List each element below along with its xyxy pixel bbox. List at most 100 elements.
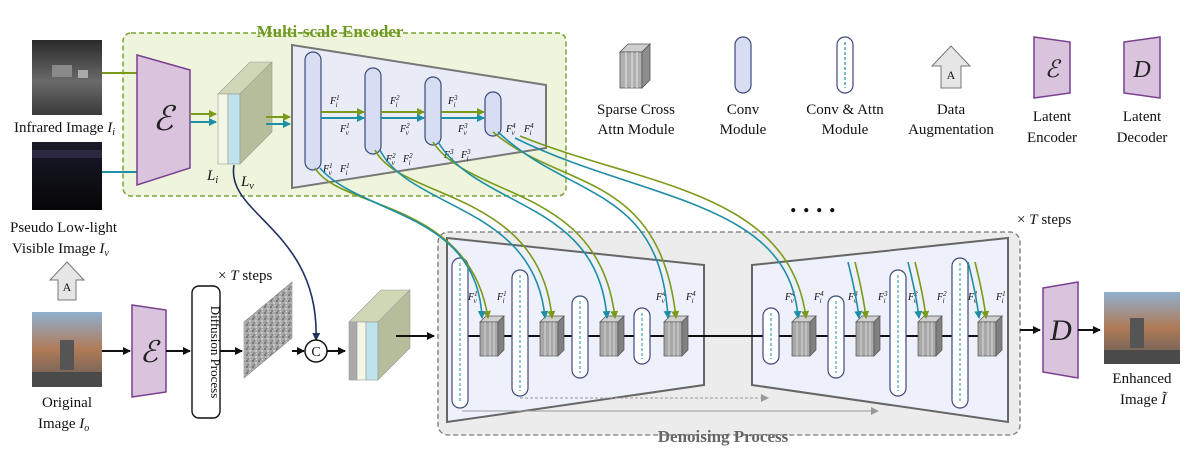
legend-conv-line2: Module <box>720 122 767 138</box>
sparse-cross-attn-block <box>539 315 565 357</box>
down-conv-attn-2 <box>511 269 529 397</box>
sparse-cross-attn-block <box>599 315 625 357</box>
multi-scale-latent-encoder: ℰ <box>136 54 191 187</box>
concat-latent-stack <box>348 289 411 381</box>
svg-text:F1i: F1i <box>995 290 1006 305</box>
latent-li-label: Li <box>206 168 218 186</box>
down-conv-attn-1 <box>451 257 469 409</box>
down-conv-attn-3 <box>571 295 589 379</box>
denoising-title: Denoising Process <box>658 427 789 446</box>
upper-steps-label: × T steps <box>1017 212 1071 228</box>
svg-text:F1v: F1v <box>339 122 350 137</box>
original-label-line1: Original <box>42 395 92 411</box>
up-conv-attn-3 <box>889 269 907 397</box>
enc-conv-1 <box>304 51 322 171</box>
svg-text:F3i: F3i <box>447 94 458 109</box>
svg-text:F2i: F2i <box>402 152 413 167</box>
enc-conv-3 <box>424 76 442 146</box>
svg-text:A: A <box>63 280 72 294</box>
svg-text:F3i: F3i <box>460 148 471 163</box>
enhanced-label-line1: Enhanced <box>1112 371 1172 387</box>
legend-aug-line2: Augmentation <box>908 122 994 138</box>
pseudo-label-line2: Visible Image Iv <box>12 241 109 259</box>
encoder-title: Multi-scale Encoder <box>257 22 404 41</box>
noisy-latent <box>243 281 293 379</box>
svg-text:Diffusion Process: Diffusion Process <box>208 306 223 399</box>
legend-latent-encoder-icon: ℰ <box>1033 36 1071 99</box>
legend-convattn-line1: Conv & Attn <box>806 102 884 118</box>
enhanced-image <box>1104 292 1180 364</box>
legend-sparse-line2: Attn Module <box>597 122 674 138</box>
original-image <box>32 312 102 387</box>
concat-node: C <box>304 339 328 363</box>
legend-sparse-line1: Sparse Cross <box>597 102 675 118</box>
legend-data-augmentation-icon: A <box>930 45 972 89</box>
svg-text:F2v: F2v <box>907 290 918 305</box>
pseudo-label-line1: Pseudo Low-light <box>10 220 118 236</box>
svg-text:F4i: F4i <box>523 122 534 137</box>
legend-conv-icon <box>734 36 752 94</box>
sparse-cross-attn-block <box>855 315 881 357</box>
svg-text:F1v: F1v <box>322 162 333 177</box>
legend-conv-line1: Conv <box>727 102 760 118</box>
svg-text:F1v: F1v <box>467 290 478 305</box>
svg-text:F4v: F4v <box>655 290 666 305</box>
infrared-image <box>32 40 102 115</box>
pseudo-lowlight-image <box>32 142 102 210</box>
svg-text:F4i: F4i <box>685 290 696 305</box>
up-conv-attn-2 <box>827 295 845 379</box>
svg-text:F4i: F4i <box>813 290 824 305</box>
sparse-cross-attn-block <box>479 315 505 357</box>
legend-lenc-line2: Encoder <box>1027 130 1077 146</box>
latent-to-concat-arrow <box>232 164 321 341</box>
latent-slabs <box>217 61 273 165</box>
continuation-dots: . . . . <box>790 189 836 218</box>
legend-sparse-cross-attn-icon <box>619 43 651 89</box>
infrared-label: Infrared Image Ii <box>14 120 115 138</box>
feature-injection-arrows <box>314 131 990 319</box>
svg-text:C: C <box>311 345 320 360</box>
latent-lv-label: Lv <box>240 174 254 192</box>
svg-text:D: D <box>1132 57 1150 83</box>
svg-text:D: D <box>1049 314 1072 347</box>
legend-ldec-line2: Decoder <box>1117 130 1168 146</box>
svg-text:F2i: F2i <box>389 94 400 109</box>
svg-text:F2v: F2v <box>399 122 410 137</box>
data-augmentation-arrow: A <box>48 261 86 301</box>
enc-conv-2 <box>364 67 382 155</box>
svg-text:A: A <box>947 68 956 82</box>
svg-text:F3v: F3v <box>457 122 468 137</box>
up-conv-attn-1 <box>762 307 780 365</box>
sparse-cross-attn-block <box>917 315 943 357</box>
legend-latent-decoder-icon: D <box>1123 36 1161 99</box>
svg-text:F2v: F2v <box>385 152 396 167</box>
svg-text:F4v: F4v <box>784 290 795 305</box>
enhanced-label-line2: Image Ĩ <box>1120 391 1168 408</box>
up-conv-attn-4 <box>951 257 969 409</box>
down-conv-attn-4 <box>633 307 651 365</box>
svg-text:F1i: F1i <box>339 162 350 177</box>
latent-encoder-bottom: ℰ <box>131 304 167 398</box>
svg-text:F1i: F1i <box>496 290 507 305</box>
lower-steps-label: × T steps <box>218 268 272 284</box>
sparse-cross-attn-block <box>663 315 689 357</box>
svg-text:F2i: F2i <box>936 290 947 305</box>
legend-lenc-line1: Latent <box>1033 109 1072 125</box>
sparse-cross-attn-block <box>791 315 817 357</box>
svg-text:ℰ: ℰ <box>153 101 177 138</box>
legend-aug-line1: Data <box>937 102 966 118</box>
svg-text:F4v: F4v <box>505 122 516 137</box>
legend-conv-attn-icon <box>836 36 854 94</box>
sparse-cross-attn-block <box>977 315 1003 357</box>
svg-text:F1i: F1i <box>329 94 340 109</box>
svg-text:F3i: F3i <box>877 290 888 305</box>
legend-ldec-line1: Latent <box>1123 109 1162 125</box>
svg-text:ℰ: ℰ <box>1045 57 1062 83</box>
diffusion-process-box: Diffusion Process <box>191 285 223 419</box>
enc-conv-4 <box>484 91 502 137</box>
original-label-line2: Image Io <box>38 416 89 434</box>
svg-text:ℰ: ℰ <box>140 336 161 369</box>
